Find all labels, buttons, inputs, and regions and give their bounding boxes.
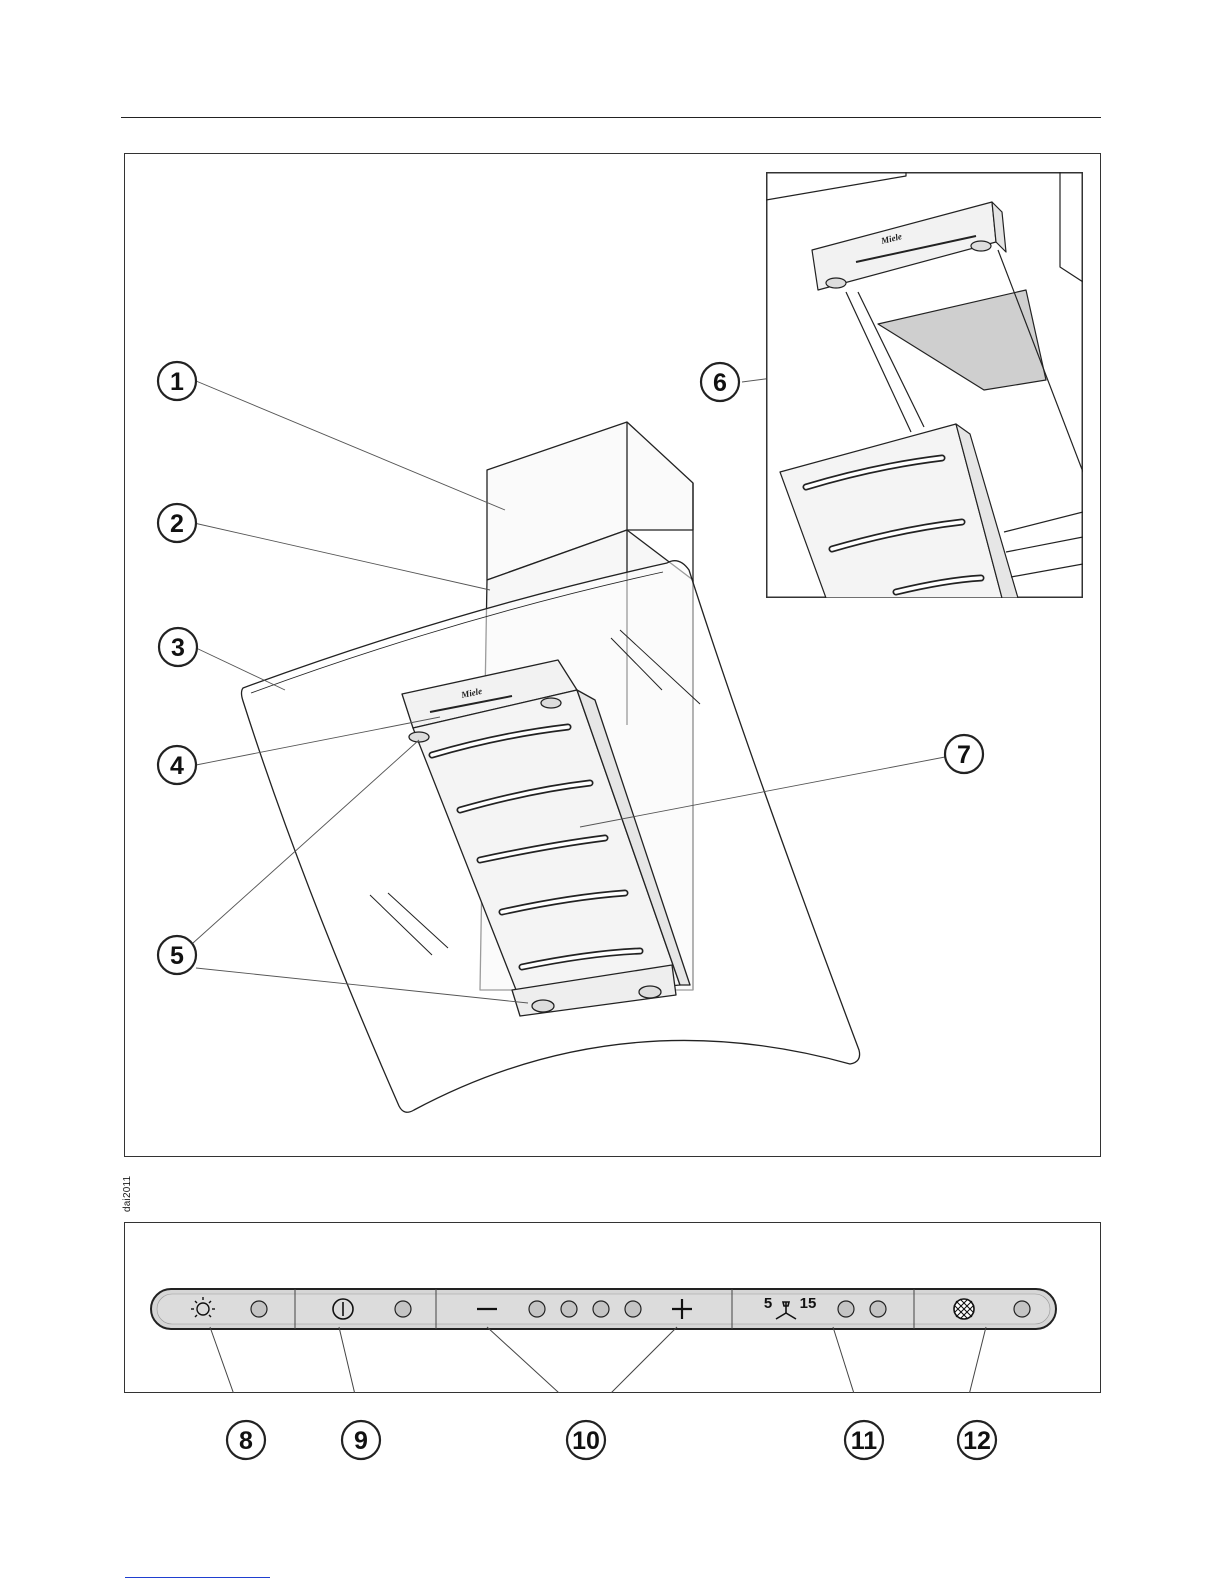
- speed-indicator-3: [593, 1301, 609, 1317]
- speed-indicator-2: [561, 1301, 577, 1317]
- callout-2: 2: [158, 504, 196, 542]
- callout-10: 10: [567, 1421, 605, 1459]
- callout-12: 12: [958, 1421, 996, 1459]
- callout-2-label: 2: [170, 510, 184, 538]
- callout-5-label: 5: [170, 942, 184, 970]
- callout-4: 4: [158, 746, 196, 784]
- callout-9-label: 9: [354, 1427, 368, 1455]
- timer-label-15: 15: [800, 1295, 817, 1312]
- callout-11: 11: [845, 1421, 883, 1459]
- callout-7-label: 7: [957, 741, 971, 769]
- figure-code: dai2011: [116, 1176, 156, 1212]
- callout-3-label: 3: [171, 634, 185, 662]
- light-indicator: [251, 1301, 267, 1317]
- callout-1-label: 1: [170, 368, 184, 396]
- callout-6: 6: [701, 363, 739, 401]
- filter-icon: [954, 1299, 974, 1319]
- callout-4-label: 4: [170, 752, 184, 780]
- power-indicator: [395, 1301, 411, 1317]
- timer-label-5: 5: [764, 1295, 772, 1312]
- callout-3: 3: [159, 628, 197, 666]
- callout-6-label: 6: [713, 369, 727, 397]
- panel-callouts: 8 9 10 11 12: [0, 1394, 1225, 1474]
- callout-7: 7: [945, 735, 983, 773]
- inset-illustration: Miele: [766, 172, 1083, 598]
- footer-link-underline[interactable]: [125, 1577, 270, 1578]
- timer-indicator-1: [838, 1301, 854, 1317]
- control-panel: 5 15: [124, 1222, 1101, 1393]
- filter-button[interactable]: [954, 1299, 974, 1319]
- callout-8: 8: [227, 1421, 265, 1459]
- callout-8-label: 8: [239, 1427, 253, 1455]
- callout-1: 1: [158, 362, 196, 400]
- timer-indicator-2: [870, 1301, 886, 1317]
- speed-indicator-1: [529, 1301, 545, 1317]
- callout-12-label: 12: [963, 1427, 991, 1455]
- callout-10-label: 10: [572, 1427, 600, 1455]
- callout-11-label: 11: [851, 1427, 878, 1455]
- callout-5: 5: [158, 936, 196, 974]
- callout-9: 9: [342, 1421, 380, 1459]
- speed-indicator-4: [625, 1301, 641, 1317]
- filter-indicator: [1014, 1301, 1030, 1317]
